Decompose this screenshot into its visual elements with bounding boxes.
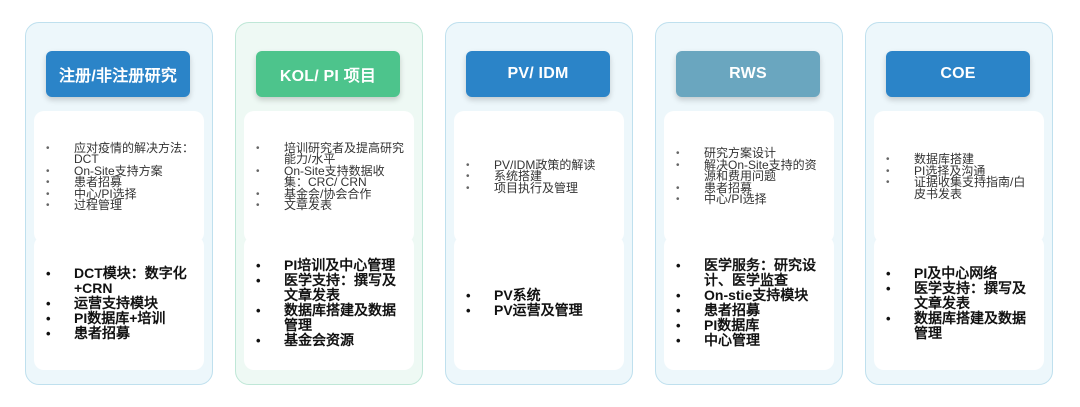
header-coe: COE xyxy=(886,51,1030,97)
list-item: PI及中心网络 xyxy=(886,265,1034,281)
card-solutions: DCT模块：数字化+CRN 运营支持模块 PI数据库+培训 患者招募 xyxy=(34,236,204,370)
list-item: 患者招募 xyxy=(46,325,194,341)
card-solutions: PV系统 PV运营及管理 xyxy=(454,236,624,370)
list-item: 系统搭建 xyxy=(466,171,614,183)
header-rws: RWS xyxy=(676,51,820,97)
card-solutions: PI培训及中心管理 医学支持：撰写及文章发表 数据库搭建及数据管理 基金会资源 xyxy=(244,236,414,370)
list-item: 过程管理 xyxy=(46,199,194,212)
list-item: 运营支持模块 xyxy=(46,295,194,311)
list-item: 数据库搭建及数据管理 xyxy=(886,310,1034,341)
list-item: PI数据库 xyxy=(676,318,824,334)
list-item: PI培训及中心管理 xyxy=(256,258,404,274)
list-item: 患者招募 xyxy=(46,176,194,189)
list-item: 证据收集支持指南/白皮书发表 xyxy=(886,176,1034,200)
card-challenges: 应对疫情的解决方法：DCT On-Site支持方案 患者招募 中心/PI选择 过… xyxy=(34,111,204,243)
challenge-list: 应对疫情的解决方法：DCT On-Site支持方案 患者招募 中心/PI选择 过… xyxy=(46,142,194,212)
list-item: 患者招募 xyxy=(676,182,824,195)
list-item: PV系统 xyxy=(466,288,614,304)
list-item: 解决On-Site支持的资源和费用问题 xyxy=(676,159,824,183)
list-item: On-Site支持方案 xyxy=(46,165,194,178)
list-item: On-Site支持数据收集：CRC/ CRN xyxy=(256,165,404,189)
panel-registry-research: 注册/非注册研究 应对疫情的解决方法：DCT On-Site支持方案 患者招募 … xyxy=(25,22,213,385)
solution-list: PV系统 PV运营及管理 xyxy=(466,288,614,319)
list-item: PV/IDM政策的解读 xyxy=(466,159,614,172)
list-item: 患者招募 xyxy=(676,303,824,319)
list-item: 基金会/协会合作 xyxy=(256,188,404,201)
challenge-list: 数据库搭建 PI选择及沟通 证据收集支持指南/白皮书发表 xyxy=(886,153,1034,200)
header-registry-research: 注册/非注册研究 xyxy=(46,51,190,97)
list-item: 研究方案设计 xyxy=(676,148,824,160)
header-pv-idm: PV/ IDM xyxy=(466,51,610,97)
panel-pv-idm: PV/ IDM PV/IDM政策的解读 系统搭建 项目执行及管理 PV系统 PV… xyxy=(445,22,633,385)
card-solutions: 医学服务：研究设计、医学监查 On-stie支持模块 患者招募 PI数据库 中心… xyxy=(664,236,834,370)
solution-list: DCT模块：数字化+CRN 运营支持模块 PI数据库+培训 患者招募 xyxy=(46,265,194,341)
panel-coe: COE 数据库搭建 PI选择及沟通 证据收集支持指南/白皮书发表 PI及中心网络… xyxy=(865,22,1053,385)
solution-list: 医学服务：研究设计、医学监查 On-stie支持模块 患者招募 PI数据库 中心… xyxy=(676,258,824,349)
list-item: 应对疫情的解决方法：DCT xyxy=(46,142,194,166)
list-item: PI选择及沟通 xyxy=(886,165,1034,178)
list-item: 培训研究者及提高研究能力/水平 xyxy=(256,142,404,166)
header-kol-pi: KOL/ PI 项目 xyxy=(256,51,400,97)
list-item: 基金会资源 xyxy=(256,333,404,349)
solution-list: PI及中心网络 医学支持：撰写及文章发表 数据库搭建及数据管理 xyxy=(886,265,1034,341)
solution-list: PI培训及中心管理 医学支持：撰写及文章发表 数据库搭建及数据管理 基金会资源 xyxy=(256,258,404,349)
panel-rws: RWS 研究方案设计 解决On-Site支持的资源和费用问题 患者招募 中心/P… xyxy=(655,22,843,385)
list-item: 医学支持：撰写及文章发表 xyxy=(256,273,404,303)
list-item: 中心/PI选择 xyxy=(46,188,194,201)
list-item: 医学服务：研究设计、医学监查 xyxy=(676,258,824,288)
card-challenges: 数据库搭建 PI选择及沟通 证据收集支持指南/白皮书发表 xyxy=(874,111,1044,243)
challenge-list: 研究方案设计 解决On-Site支持的资源和费用问题 患者招募 中心/PI选择 xyxy=(676,148,824,206)
list-item: 项目执行及管理 xyxy=(466,182,614,195)
list-item: 医学支持：撰写及文章发表 xyxy=(886,280,1034,311)
challenge-list: PV/IDM政策的解读 系统搭建 项目执行及管理 xyxy=(466,159,614,195)
card-challenges: 研究方案设计 解决On-Site支持的资源和费用问题 患者招募 中心/PI选择 xyxy=(664,111,834,243)
card-solutions: PI及中心网络 医学支持：撰写及文章发表 数据库搭建及数据管理 xyxy=(874,236,1044,370)
list-item: PV运营及管理 xyxy=(466,303,614,319)
list-item: 中心管理 xyxy=(676,333,824,349)
panel-kol-pi: KOL/ PI 项目 培训研究者及提高研究能力/水平 On-Site支持数据收集… xyxy=(235,22,423,385)
list-item: 数据库搭建及数据管理 xyxy=(256,303,404,333)
list-item: PI数据库+培训 xyxy=(46,310,194,326)
card-challenges: PV/IDM政策的解读 系统搭建 项目执行及管理 xyxy=(454,111,624,243)
list-item: On-stie支持模块 xyxy=(676,288,824,304)
card-challenges: 培训研究者及提高研究能力/水平 On-Site支持数据收集：CRC/ CRN 基… xyxy=(244,111,414,243)
list-item: 文章发表 xyxy=(256,199,404,212)
list-item: DCT模块：数字化+CRN xyxy=(46,265,194,296)
list-item: 中心/PI选择 xyxy=(676,194,824,206)
challenge-list: 培训研究者及提高研究能力/水平 On-Site支持数据收集：CRC/ CRN 基… xyxy=(256,142,404,212)
list-item: 数据库搭建 xyxy=(886,153,1034,166)
